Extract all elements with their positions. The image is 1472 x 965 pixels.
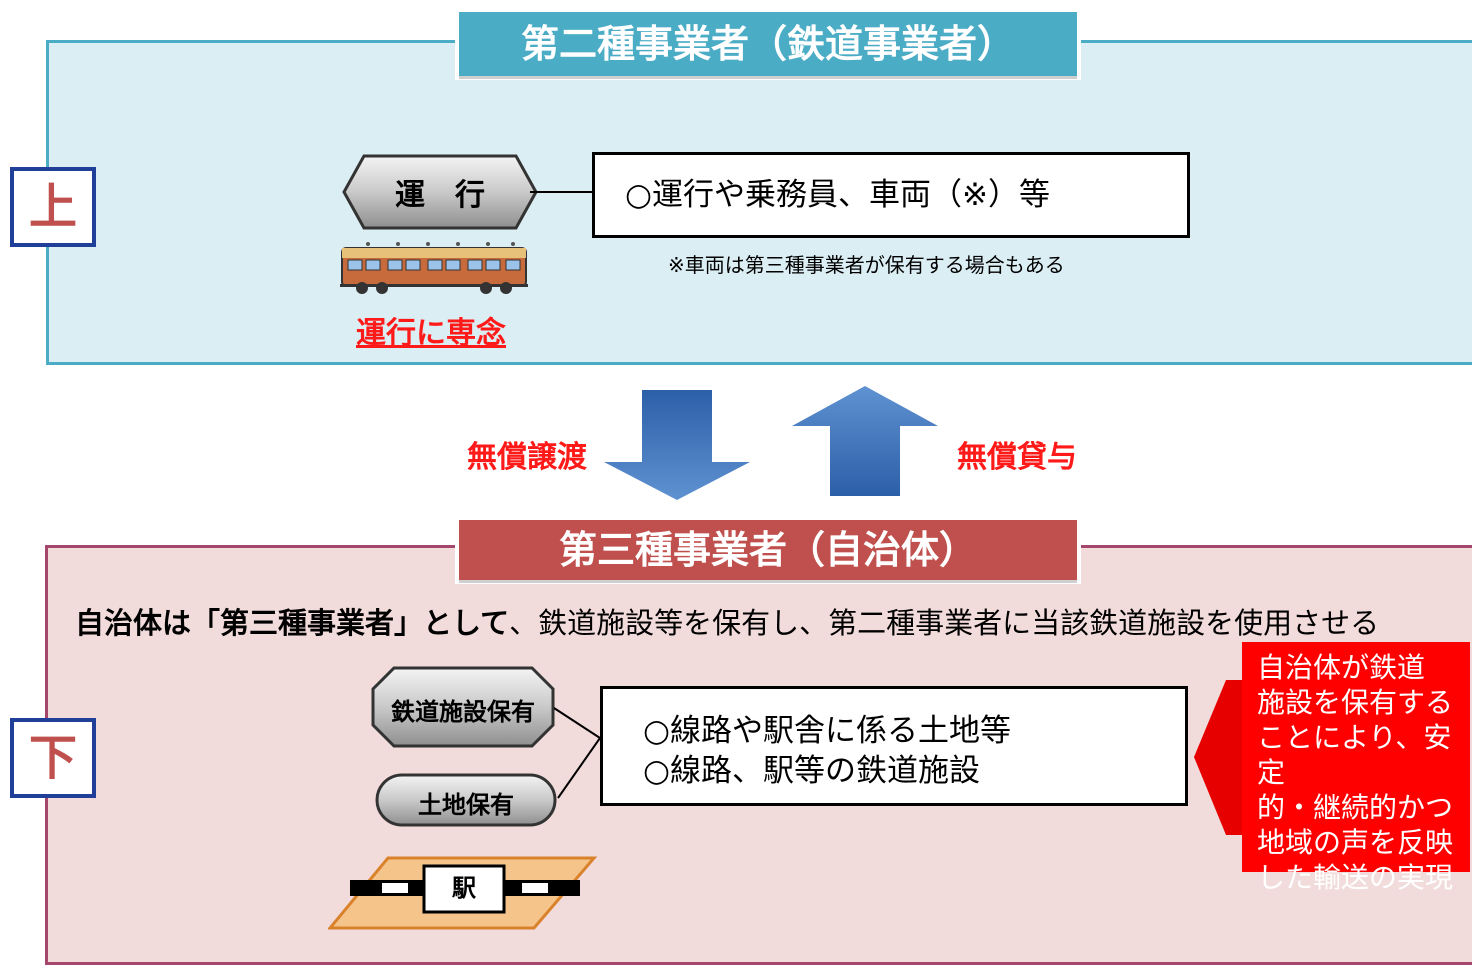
station-icon xyxy=(328,856,598,930)
description-bold-part: 自治体は「第三種事業者」として xyxy=(75,606,510,640)
lower-box-line-1: ○線路や駅舎に係る土地等 xyxy=(643,713,1012,749)
callout-line-1: 自治体が鉄道 xyxy=(1257,651,1426,684)
operation-tag: 運 行 xyxy=(395,178,485,213)
callout-line-6: した輸送の実現 xyxy=(1257,861,1454,894)
facility-octagon xyxy=(371,666,555,748)
description-rest-part: 、鉄道施設等を保有し、第二種事業者に当該鉄道施設を使用させる xyxy=(509,606,1380,640)
lower-title-banner: 第三種事業者（自治体） xyxy=(459,520,1077,580)
lower-box-line-2: ○線路、駅等の鉄道施設 xyxy=(643,753,981,789)
callout-line-4: 的・継続的かつ xyxy=(1257,791,1454,824)
transfer-down-arrow xyxy=(604,390,750,500)
callout-line-5: 地域の声を反映 xyxy=(1257,826,1454,859)
upper-content-box: ○運行や乗務員、車両（※）等 xyxy=(592,152,1190,238)
operation-connector xyxy=(530,191,594,193)
land-pill xyxy=(375,773,557,827)
land-tag: 土地保有 xyxy=(418,791,514,819)
lower-content-box: ○線路や駅舎に係る土地等 ○線路、駅等の鉄道施設 xyxy=(600,686,1188,806)
free-lease-label: 無償貸与 xyxy=(957,440,1077,475)
lower-connectors xyxy=(554,707,601,799)
callout-arrow xyxy=(1194,642,1470,872)
upper-title-banner: 第二種事業者（鉄道事業者） xyxy=(459,12,1077,76)
focus-caption: 運行に専念 xyxy=(356,316,506,351)
upper-side-label: 上 xyxy=(10,167,96,247)
free-transfer-label: 無償譲渡 xyxy=(467,440,587,475)
callout-text: 自治体が鉄道 施設を保有する ことにより、安定 的・継続的かつ 地域の声を反映 … xyxy=(1257,650,1467,895)
vehicle-note: ※車両は第三種事業者が保有する場合もある xyxy=(668,253,1065,277)
lower-side-label: 下 xyxy=(10,718,96,798)
train-icon xyxy=(340,242,528,294)
callout-line-2: 施設を保有する xyxy=(1257,686,1454,719)
transfer-up-arrow xyxy=(792,386,938,496)
callout-line-3: ことにより、安定 xyxy=(1257,721,1452,789)
station-label: 駅 xyxy=(452,874,476,902)
lower-description: 自治体は「第三種事業者」として、鉄道施設等を保有し、第二種事業者に当該鉄道施設を… xyxy=(75,600,1379,642)
facility-tag: 鉄道施設保有 xyxy=(391,698,535,726)
operation-hexagon xyxy=(342,154,538,230)
